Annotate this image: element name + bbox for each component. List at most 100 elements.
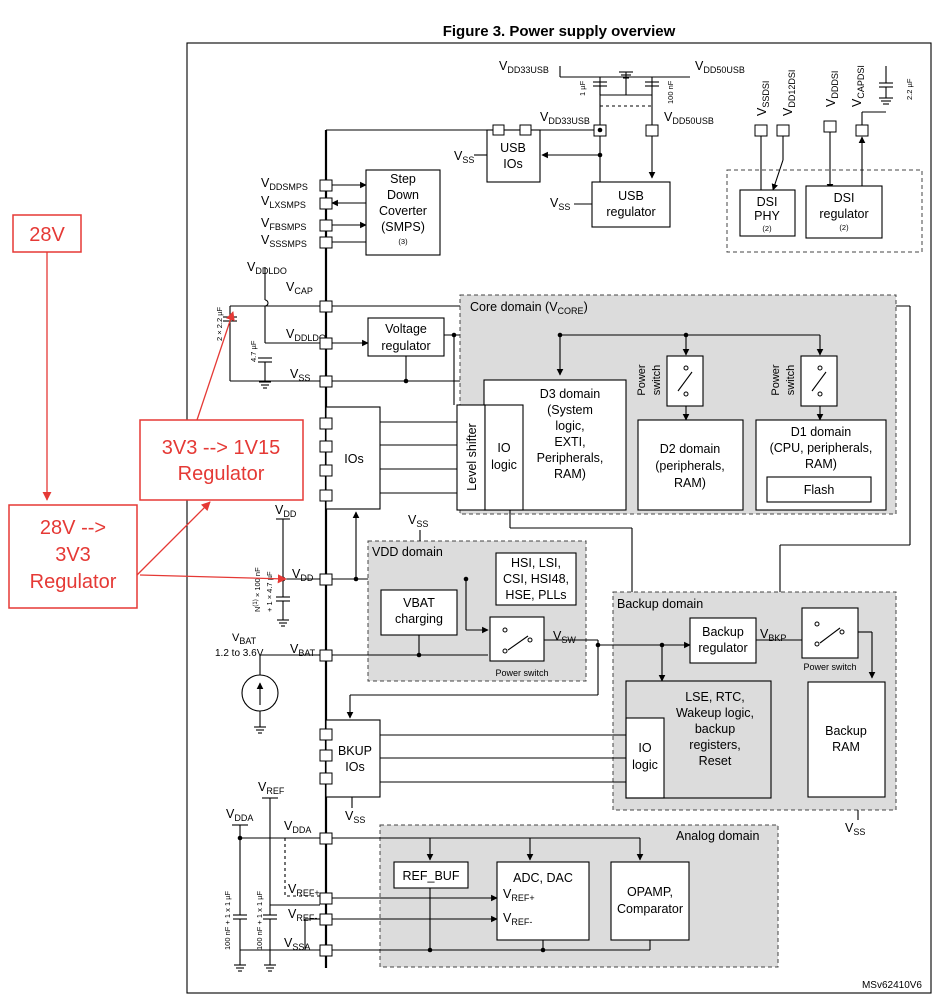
d2-domain-block [637,419,744,511]
svg-text:VDD: VDD [292,567,314,583]
d2-line1: D2 domain [660,442,720,456]
flash-block [766,476,872,503]
smps-line2: Down [387,188,419,202]
svg-text:VREF+: VREF+ [288,882,320,898]
svg-text:VFBSMPS: VFBSMPS [261,216,306,232]
usb-reg-line1: USB [618,189,644,203]
svg-text:VDDA: VDDA [226,807,253,823]
lse-rtc-block [625,680,772,799]
smps-line3: Coverter [379,204,427,218]
usb-ios-line1: USB [500,141,526,155]
io-logic-backup-block [625,717,665,799]
vbat-ch-line1: VBAT [403,596,435,610]
cap-vcap-label: 2 × 2.2 µF [215,306,224,341]
volt-reg-line1: Voltage [385,322,427,336]
opamp-line1: OPAMP, [627,885,673,899]
analog-supply-group: VREF VDDA VDDA VREF+ VREF- VSSA 100 nF + [223,780,333,972]
d3-line4: EXTI, [554,435,585,449]
svg-text:VLXSMPS: VLXSMPS [261,194,306,210]
d3-line5: Peripherals, [537,451,604,465]
annotation-ldo-line2: Regulator [178,463,265,485]
d1-line1: D1 domain [791,425,851,439]
cap-vref-label: 100 nF + 1 x 1 µF [255,890,264,950]
svg-text:VDD33USB: VDD33USB [499,59,549,75]
d3-line6: RAM) [554,467,586,481]
backup-ram-block [807,681,886,798]
vdd-power-switch [489,616,545,662]
io-logic-core-line1: IO [497,441,510,455]
svg-text:VDDA: VDDA [284,819,311,835]
vbat-range: 1.2 to 3.6V [215,648,264,659]
opamp-block [610,861,690,941]
core-domain-label: Core domain (VCORE) [470,300,588,316]
backup-ram-line2: RAM [832,740,860,754]
clocks-line2: CSI, HSI48, [503,572,569,586]
smps-block [365,169,441,256]
cap-dsi-label: 2.2 µF [905,78,914,100]
d2-line3: RAM) [674,476,706,490]
svg-text:VDD33USB: VDD33USB [540,110,590,126]
usb-ios-block [486,129,541,183]
vbat-charging-block [380,589,458,636]
flash-label: Flash [804,483,835,497]
backup-ram-line1: Backup [825,724,867,738]
dsi-reg-line2: regulator [819,207,868,221]
clocks-line3: HSE, PLLs [505,588,566,602]
smps-line1: Step [390,172,416,186]
svg-text:VSS: VSS [845,821,865,837]
d3-line3: logic, [555,419,584,433]
annotation-28v3v3-line3: Regulator [30,571,117,593]
svg-text:VDD: VDD [275,503,297,519]
svg-text:VSS: VSS [408,513,428,529]
svg-text:VCAPDSI: VCAPDSI [850,65,866,107]
svg-text:VSSDSI: VSSDSI [755,81,771,116]
vbat-ch-line2: charging [395,612,443,626]
lse-line4: registers, [689,738,740,752]
d2-line2: (peripherals, [655,459,724,473]
annotation-28v3v3-box [8,504,138,609]
lse-line3: backup [695,722,735,736]
cap-vdda-label: 100 nF + 1 x 1 µF [223,890,232,950]
annotation-28v: 28V [29,224,65,246]
svg-text:VDD12DSI: VDD12DSI [781,70,797,116]
d3-line2: (System [547,403,593,417]
backup-domain-label: Backup domain [617,597,703,611]
svg-text:VSS: VSS [550,196,570,212]
annotation-ldo-box [139,419,304,501]
adc-dac-block [496,861,590,941]
d1-switch-label1: Power [770,364,782,396]
dsi-phy-line1: DSI [757,195,778,209]
svg-text:VSSSMPS: VSSSMPS [261,233,307,249]
usb-supply-group: VDD33USB VDD50USB 1 µF 100 nF VDD33USB V… [499,59,745,182]
io-logic-bkp-line1: IO [638,741,651,755]
adc-dac-label: ADC, DAC [513,871,573,885]
d1-line3: RAM) [805,457,837,471]
lse-line5: Reset [699,754,732,768]
opamp-line2: Comparator [617,902,683,916]
backup-reg-line2: regulator [698,641,747,655]
lse-line1: LSE, RTC, [685,690,745,704]
annotation-ldo-line1: 3V3 --> 1V15 [162,437,280,459]
vdd-switch-caption: Power switch [495,668,548,678]
ios-block [325,406,381,510]
figure-id: MSv62410V6 [862,980,922,991]
usb-reg-line2: regulator [606,205,655,219]
d2-switch-label1: Power [636,364,648,396]
d3-line1: D3 domain [540,387,600,401]
dsi-phy-block [739,189,796,237]
analog-domain-label: Analog domain [676,829,759,843]
svg-text:VDD50USB: VDD50USB [664,110,714,126]
io-logic-core-block [484,404,524,511]
io-logic-core-line2: logic [491,458,517,472]
voltage-regulator-block [367,317,445,357]
lse-line2: Wakeup logic, [676,706,754,720]
annotation-28v3v3-line2: 3V3 [55,544,91,566]
dsi-reg-note: (2) [839,223,849,232]
annotation-28v3v3-line1: 28V --> [40,517,106,539]
svg-text:VDDDSI: VDDDSI [824,71,840,107]
ref-buf-label: REF_BUF [403,869,460,883]
volt-reg-line2: regulator [381,339,430,353]
dsi-phy-note: (2) [762,224,772,233]
bkup-ios-line2: IOs [345,760,364,774]
